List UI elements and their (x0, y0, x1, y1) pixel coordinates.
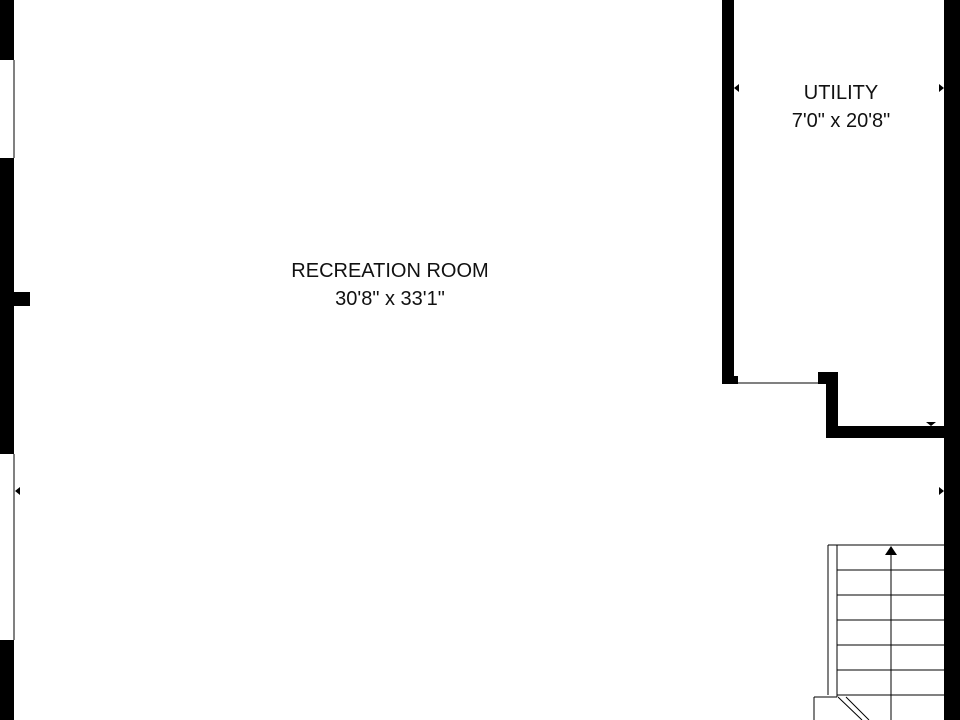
utility-walls (722, 0, 950, 438)
utility-room-dimensions: 7'0" x 20'8" (791, 110, 891, 132)
recreation-room-label: RECREATION ROOM 30'8" x 33'1" (291, 257, 488, 313)
utility-bottom-wall (826, 426, 950, 438)
utility-room-label: UTILITY 7'0" x 20'8" (792, 79, 891, 135)
left-wall-stub (14, 292, 30, 306)
stair-break-line-2 (845, 696, 870, 720)
recreation-room-name: RECREATION ROOM (291, 260, 489, 282)
utility-left-wall (722, 0, 734, 384)
staircase (813, 544, 944, 720)
dimension-markers (15, 84, 944, 495)
recreation-room-dimensions: 30'8" x 33'1" (335, 288, 445, 310)
recreation-dim-left-arrow-icon (15, 487, 20, 495)
utility-dim-left-arrow-icon (734, 84, 739, 92)
utility-left-wall-end (722, 376, 738, 384)
utility-step-wall (826, 372, 838, 438)
left-wall-segment-top (0, 0, 14, 60)
recreation-dim-right-arrow-icon (939, 487, 944, 495)
left-wall-segment-middle (0, 158, 14, 454)
utility-room-name: UTILITY (803, 82, 879, 104)
left-wall-segment-bottom (0, 640, 14, 720)
right-exterior-wall (944, 0, 960, 720)
utility-dim-right-arrow-icon (939, 84, 944, 92)
utility-dim-bottom-arrow-icon (926, 422, 936, 426)
left-exterior-wall (0, 0, 30, 720)
stair-break-line (837, 696, 863, 720)
up-arrow-icon (885, 546, 897, 555)
